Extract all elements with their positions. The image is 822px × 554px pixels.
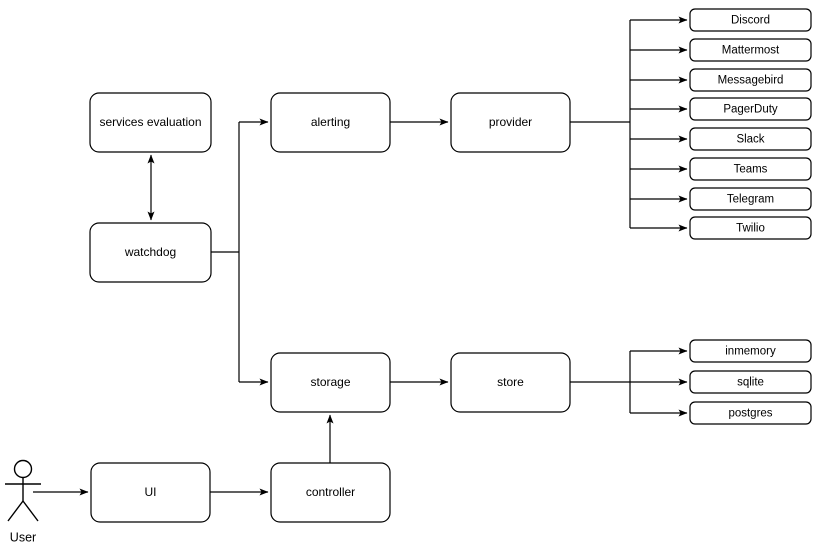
node-watchdog[interactable]: watchdog [89,222,212,283]
leaf-teams-label: Teams [734,164,768,176]
leaf-inmemory-rect [689,339,812,363]
leaf-messagebird[interactable]: Messagebird [689,68,812,92]
node-services-evaluation-label: services evaluation [99,115,201,129]
node-services-evaluation-rect [89,92,212,153]
leaf-telegram[interactable]: Telegram [689,187,812,211]
node-store-label: store [497,375,524,389]
leaf-slack-rect [689,127,812,151]
node-watchdog-label: watchdog [124,245,176,259]
leaf-sqlite-label: sqlite [737,377,764,389]
leaf-messagebird-label: Messagebird [718,75,784,87]
leaf-pagerduty-rect [689,97,812,121]
leaf-sqlite[interactable]: sqlite [689,370,812,394]
leaf-telegram-rect [689,187,812,211]
node-storage[interactable]: storage [270,352,391,413]
node-store-rect [450,352,571,413]
node-ui-label: UI [145,485,157,499]
node-ui-rect [90,462,211,523]
actor-user-label: User [10,530,36,544]
leaf-postgres-rect [689,401,812,425]
leaf-postgres[interactable]: postgres [689,401,812,425]
leaf-twilio[interactable]: Twilio [689,216,812,240]
leaf-mattermost[interactable]: Mattermost [689,38,812,62]
node-controller-label: controller [306,485,355,499]
node-alerting[interactable]: alerting [270,92,391,153]
leaf-inmemory-label: inmemory [725,346,776,358]
leaf-mattermost-rect [689,38,812,62]
node-controller-rect [270,462,391,523]
leaf-discord[interactable]: Discord [689,8,812,32]
actor-user[interactable]: User [5,459,41,545]
leaf-postgres-label: postgres [728,408,772,420]
node-storage-rect [270,352,391,413]
node-provider-rect [450,92,571,153]
node-watchdog-rect [89,222,212,283]
leaf-teams-rect [689,157,812,181]
leaf-pagerduty-label: PagerDuty [723,104,778,116]
node-alerting-label: alerting [311,115,350,129]
node-provider[interactable]: provider [450,92,571,153]
leaf-discord-label: Discord [731,15,770,27]
leaf-sqlite-rect [689,370,812,394]
leaf-mattermost-label: Mattermost [722,45,780,57]
node-alerting-rect [270,92,391,153]
leaf-inmemory[interactable]: inmemory [689,339,812,363]
leaf-telegram-label: Telegram [727,194,774,206]
user-head-icon [13,459,33,479]
leaf-discord-rect [689,8,812,32]
leaf-teams[interactable]: Teams [689,157,812,181]
leaf-pagerduty[interactable]: PagerDuty [689,97,812,121]
leaf-messagebird-rect [689,68,812,92]
leaf-slack[interactable]: Slack [689,127,812,151]
node-controller[interactable]: controller [270,462,391,523]
leaf-slack-label: Slack [736,134,764,146]
node-storage-label: storage [310,375,350,389]
leaf-twilio-rect [689,216,812,240]
node-ui[interactable]: UI [90,462,211,523]
leaf-twilio-label: Twilio [736,223,765,235]
node-store[interactable]: store [450,352,571,413]
node-services-evaluation[interactable]: services evaluation [89,92,212,153]
user-legs-icon [7,499,39,522]
node-provider-label: provider [489,115,532,129]
